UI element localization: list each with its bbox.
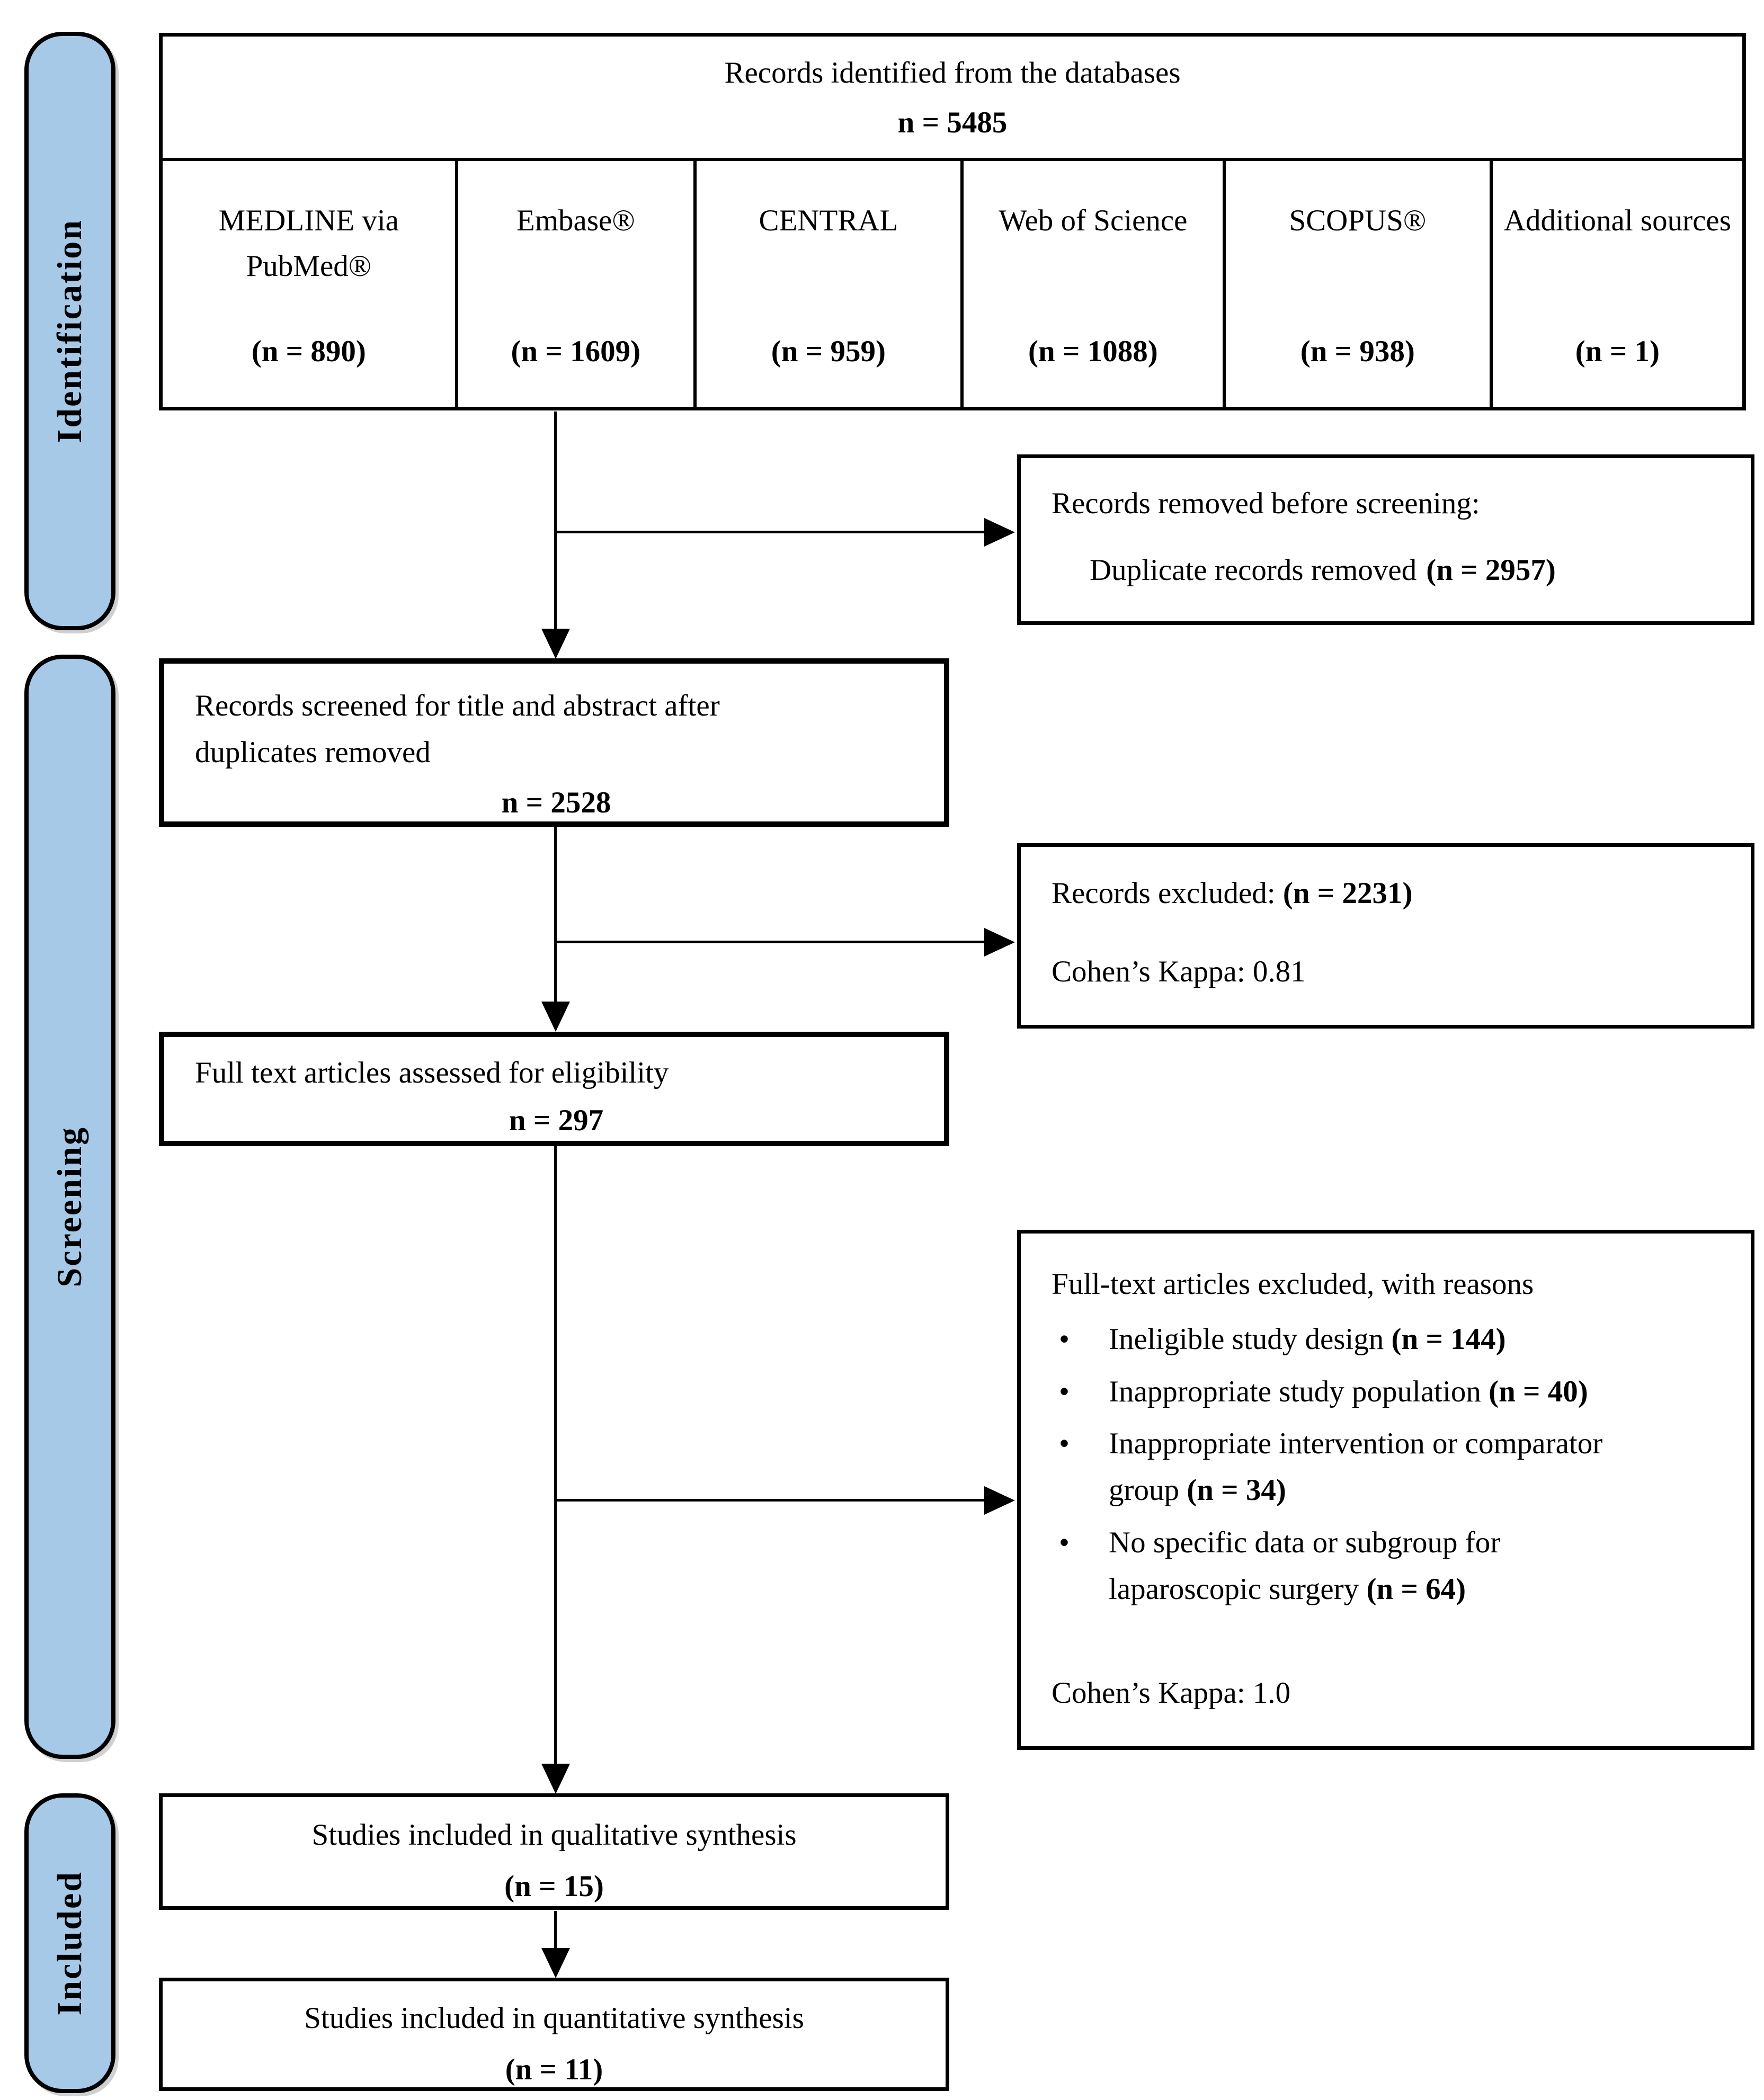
database-name: MEDLINE via PubMed®: [218, 204, 399, 283]
database-count: (n = 1609): [511, 334, 641, 368]
arrow-head-down-icon: [541, 1002, 570, 1032]
records-screened-line1: Records screened for title and abstract …: [195, 689, 720, 722]
records-identified-header: Records identified from the databases n …: [163, 37, 1742, 161]
database-columns: MEDLINE via PubMed® (n = 890) Embase® (n…: [163, 161, 1742, 407]
records-screened-box: Records screened for title and abstract …: [159, 658, 949, 827]
fulltext-assessed-line1: Full text articles assessed for eligibil…: [195, 1056, 669, 1089]
bullet-icon: •: [1059, 1427, 1070, 1461]
database-count: (n = 959): [771, 334, 886, 368]
records-excluded-box: Records excluded: (n = 2231) Cohen’s Kap…: [1017, 843, 1754, 1029]
database-name: Web of Science: [999, 204, 1188, 237]
stage-pill-included: Included: [24, 1793, 115, 2093]
duplicate-records-count: (n = 2957): [1426, 553, 1556, 587]
qualitative-synthesis-box: Studies included in qualitative synthesi…: [159, 1793, 949, 1910]
database-cell-additional: Additional sources (n = 1): [1493, 161, 1742, 407]
arrow-line-identified-to-screened: [554, 412, 557, 630]
arrow-head-right-icon: [984, 1486, 1015, 1515]
database-cell-central: CENTRAL (n = 959): [697, 161, 964, 407]
records-identified-count: n = 5485: [897, 106, 1008, 140]
arrow-head-right-icon: [984, 928, 1015, 957]
records-screened-line2: duplicates removed: [195, 736, 431, 770]
records-removed-box: Records removed before screening: Duplic…: [1017, 454, 1754, 625]
quantitative-count: (n = 11): [505, 2052, 603, 2086]
database-cell-embase: Embase® (n = 1609): [458, 161, 697, 407]
excluded-reason-item: • No specific data or subgroup for lapar…: [1052, 1520, 1730, 1613]
database-cell-webofscience: Web of Science (n = 1088): [964, 161, 1226, 407]
database-cell-scopus: SCOPUS® (n = 938): [1226, 161, 1493, 407]
database-name: SCOPUS®: [1289, 204, 1427, 237]
stage-pill-screening: Screening: [24, 655, 115, 1759]
arrow-line-qualitative-to-quantitative: [554, 1911, 557, 1948]
fulltext-excluded-reasons-list: • Ineligible study design (n = 144) • In…: [1052, 1311, 1730, 1618]
database-count: (n = 1): [1575, 334, 1660, 368]
database-name: CENTRAL: [759, 204, 898, 237]
cohens-kappa-screening: Cohen’s Kappa: 0.81: [1052, 954, 1306, 988]
records-identified-title: Records identified from the databases: [724, 56, 1181, 90]
excluded-reason-item: • Inappropriate intervention or comparat…: [1052, 1420, 1730, 1514]
records-excluded-line: Records excluded: (n = 2231): [1052, 877, 1413, 910]
qualitative-count: (n = 15): [504, 1869, 604, 1903]
database-name: Additional sources: [1503, 204, 1731, 237]
database-count: (n = 938): [1300, 334, 1415, 368]
arrow-head-down-icon: [541, 1764, 570, 1794]
quantitative-synthesis-box: Studies included in quantitative synthes…: [159, 1978, 949, 2091]
excluded-reason-item: • Ineligible study design (n = 144): [1052, 1316, 1730, 1363]
stage-label-identification: Identification: [50, 219, 89, 443]
database-count: (n = 1088): [1028, 334, 1158, 368]
arrow-line-to-records-excluded: [557, 941, 985, 943]
fulltext-assessed-count: n = 297: [509, 1104, 604, 1138]
qualitative-line1: Studies included in qualitative synthesi…: [311, 1818, 797, 1852]
arrow-head-down-icon: [541, 629, 570, 659]
fulltext-excluded-title: Full-text articles excluded, with reason…: [1052, 1267, 1534, 1301]
database-cell-medline: MEDLINE via PubMed® (n = 890): [163, 161, 458, 407]
arrow-line-fulltext-to-qualitative: [554, 1146, 557, 1764]
bullet-icon: •: [1059, 1525, 1070, 1559]
fulltext-excluded-box: Full-text articles excluded, with reason…: [1017, 1230, 1754, 1750]
stage-label-screening: Screening: [50, 1126, 89, 1288]
database-count: (n = 890): [251, 334, 366, 368]
excluded-reason-item: • Inappropriate study population (n = 40…: [1052, 1369, 1730, 1415]
arrow-line-to-fulltext-excluded: [557, 1499, 985, 1502]
arrow-line-to-records-removed: [557, 531, 985, 533]
duplicate-records-line: Duplicate records removed(n = 2957): [1090, 553, 1556, 587]
arrow-head-right-icon: [984, 518, 1015, 547]
records-screened-count: n = 2528: [501, 785, 611, 819]
bullet-icon: •: [1059, 1322, 1070, 1356]
arrow-line-screened-to-fulltext: [554, 827, 557, 1002]
quantitative-line1: Studies included in quantitative synthes…: [304, 2001, 804, 2035]
records-identified-table: Records identified from the databases n …: [159, 33, 1746, 410]
fulltext-assessed-box: Full text articles assessed for eligibil…: [159, 1032, 949, 1146]
arrow-head-down-icon: [541, 1948, 570, 1978]
stage-pill-identification: Identification: [24, 32, 115, 630]
cohens-kappa-fulltext: Cohen’s Kappa: 1.0: [1052, 1676, 1291, 1710]
bullet-icon: •: [1059, 1374, 1070, 1408]
stage-label-included: Included: [50, 1871, 89, 2016]
records-removed-title: Records removed before screening:: [1052, 487, 1480, 520]
records-excluded-count: (n = 2231): [1282, 877, 1413, 910]
database-name: Embase®: [516, 204, 635, 237]
